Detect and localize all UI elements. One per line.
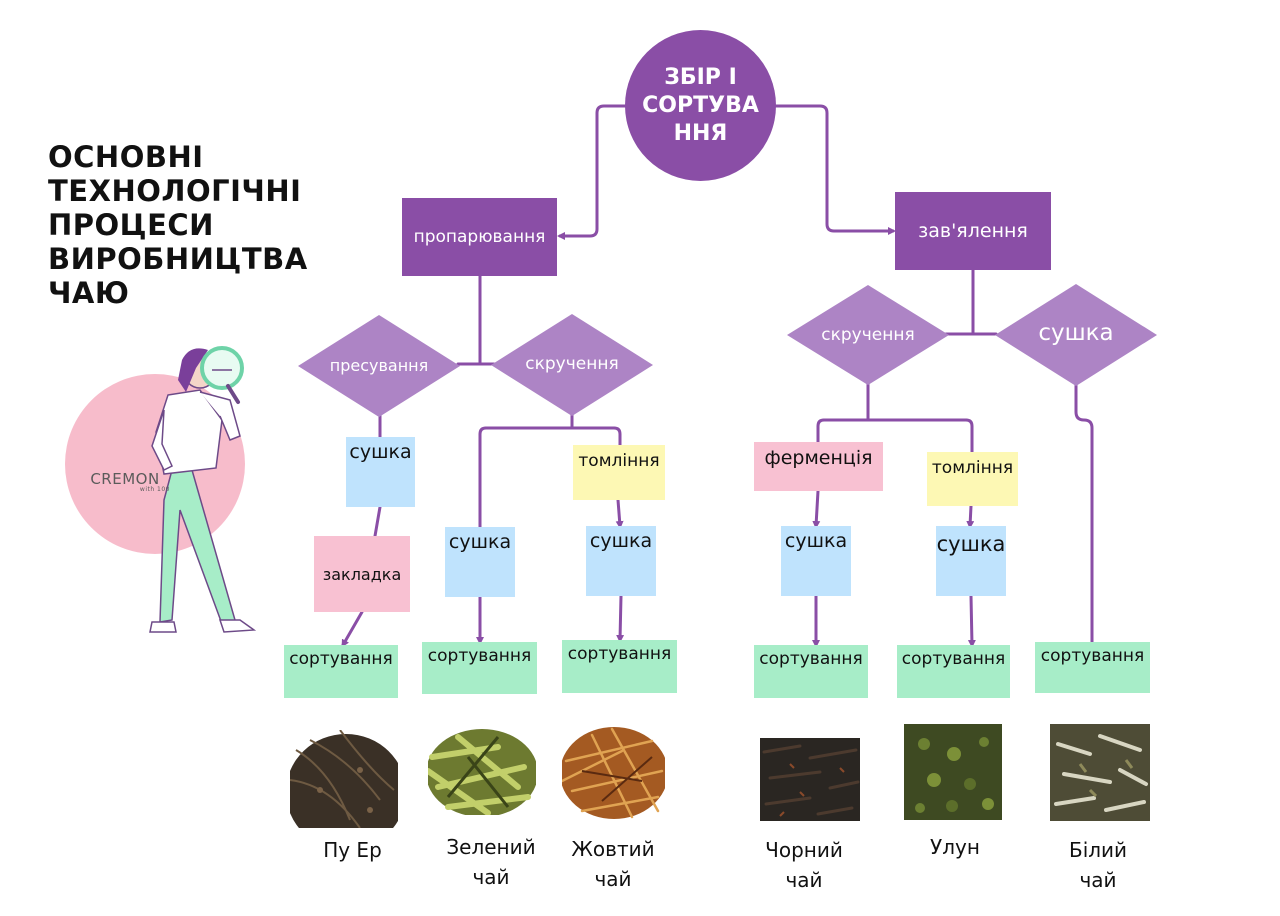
cremon-logo: CREMON with 100 bbox=[80, 470, 170, 493]
tea-image-white bbox=[1050, 724, 1150, 821]
sorting-black: сортування bbox=[754, 645, 868, 698]
root-collection-node: ЗБІР І СОРТУВА ННЯ bbox=[625, 30, 776, 181]
drying-step-yellow: сушка bbox=[586, 526, 656, 596]
drying-step-green: сушка bbox=[445, 527, 515, 597]
laying-step: закладка bbox=[314, 536, 410, 612]
twisting-right-diamond: скручення bbox=[787, 285, 949, 385]
tea-name-black: Чорний чай bbox=[765, 838, 843, 892]
tea-name-green: Зелений чай bbox=[446, 835, 536, 889]
tea-name-yellow: Жовтий чай bbox=[571, 837, 655, 891]
tea-image-oolong bbox=[904, 724, 1002, 820]
languishing-step-yellow: томління bbox=[573, 445, 665, 500]
languishing-step-oolong: томління bbox=[927, 452, 1018, 506]
tea-name-oolong: Улун bbox=[930, 835, 980, 859]
drying-label: сушка bbox=[1038, 320, 1114, 346]
logo-subtext: with 100 bbox=[139, 486, 170, 493]
steaming-node: пропарювання bbox=[402, 198, 557, 276]
sorting-puer: сортування bbox=[284, 645, 398, 698]
drying-diamond: сушка bbox=[995, 284, 1157, 386]
drying-step-oolong: сушка bbox=[936, 526, 1006, 596]
pressing-diamond: пресування bbox=[298, 315, 460, 417]
tea-name-puer: Пу Ер bbox=[323, 838, 382, 862]
tea-image-puer bbox=[290, 730, 398, 828]
withering-node: зав'ялення bbox=[895, 192, 1051, 270]
page-title: ОСНОВНІ ТЕХНОЛОГІЧНІ ПРОЦЕСИ ВИРОБНИЦТВА… bbox=[48, 140, 308, 310]
tea-image-yellow bbox=[562, 721, 665, 821]
woman-magnifier-illustration bbox=[65, 346, 257, 633]
drying-step-black: сушка bbox=[781, 526, 851, 596]
pressing-label: пресування bbox=[329, 356, 429, 375]
tea-image-green bbox=[428, 727, 536, 815]
fermentation-step: ферменція bbox=[754, 442, 883, 491]
sorting-green: сортування bbox=[422, 642, 537, 694]
logo-brand: CREMON bbox=[90, 470, 160, 488]
sorting-oolong: сортування bbox=[897, 645, 1010, 698]
sorting-yellow: сортування bbox=[562, 640, 677, 693]
twisting-right-label: скручення bbox=[821, 325, 915, 345]
twisting-left-diamond: скручення bbox=[491, 314, 653, 416]
drying-step-puer: сушка bbox=[346, 437, 415, 507]
tea-name-white: Білий чай bbox=[1068, 838, 1128, 892]
tea-image-black bbox=[760, 728, 860, 821]
sorting-white: сортування bbox=[1035, 642, 1150, 693]
twisting-left-label: скручення bbox=[525, 354, 619, 374]
